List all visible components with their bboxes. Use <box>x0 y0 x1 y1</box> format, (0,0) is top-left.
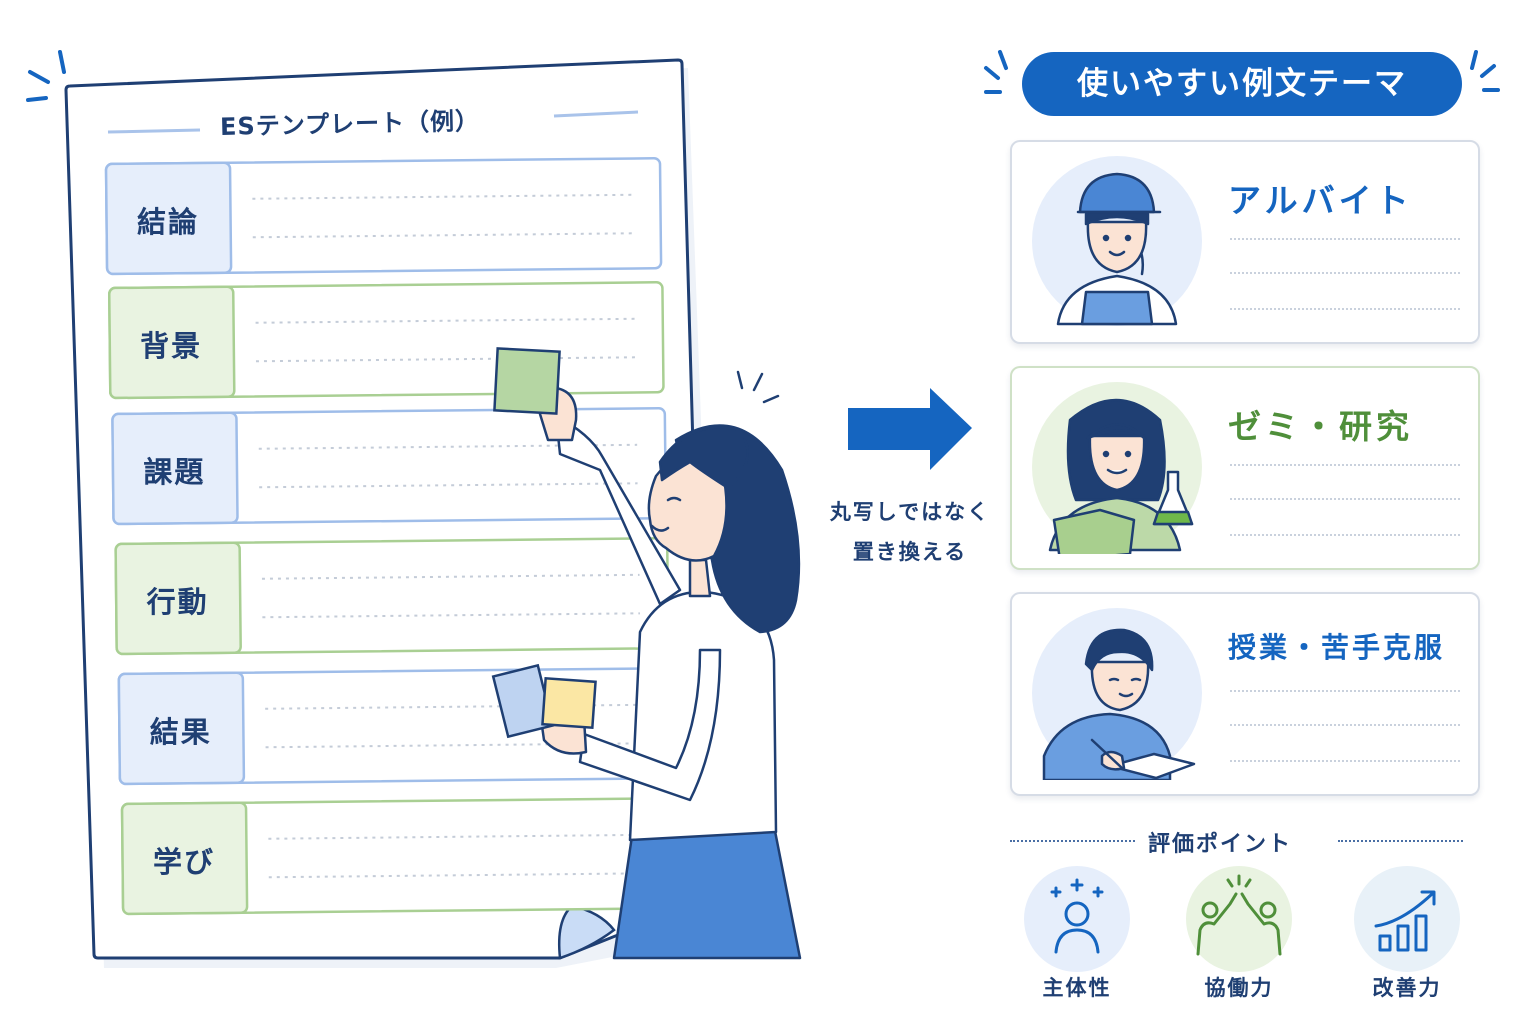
high-five-icon <box>1186 866 1292 972</box>
person-sparkle-icon <box>1024 866 1130 972</box>
theme-card-part-time[interactable]: アルバイト <box>1010 140 1480 344</box>
sparkle-strokes-right <box>984 50 1500 94</box>
row-label-background: 背景 <box>140 329 203 363</box>
row-label-learning: 学び <box>152 845 215 879</box>
row-label-issue: 課題 <box>143 455 206 489</box>
theme-card-title: 授業・苦手克服 <box>1228 631 1446 664</box>
divider-dots-left <box>1010 840 1135 842</box>
themes-heading: 使いやすい例文テーマ <box>1022 52 1462 116</box>
transition-text-line1: 丸写しではなく <box>829 500 991 524</box>
right-arrow-icon <box>848 388 972 470</box>
student-researcher-avatar <box>1032 382 1202 554</box>
sparkle-strokes-left <box>26 50 66 102</box>
template-rows <box>104 157 675 916</box>
row-label-action: 行動 <box>146 585 209 619</box>
row-label-result: 結果 <box>149 715 212 749</box>
evaluation-heading: 評価ポイント <box>1147 832 1292 857</box>
sticky-notes <box>491 347 597 739</box>
sticky-note-yellow <box>541 676 597 730</box>
growth-chart-icon <box>1354 866 1460 972</box>
template-title: ESテンプレート（例） <box>219 107 481 141</box>
template-row <box>120 797 675 916</box>
theme-card-class[interactable]: 授業・苦手克服 <box>1010 592 1480 796</box>
theme-card-title: アルバイト <box>1228 181 1413 220</box>
evaluation-point-initiative: 主体性 <box>1042 976 1112 1000</box>
row-label-conclusion: 結論 <box>136 205 199 239</box>
template-row <box>104 157 663 276</box>
transition-text-line2: 置き換える <box>852 540 968 564</box>
woman-illustration <box>538 370 802 960</box>
part-time-worker-avatar <box>1032 156 1202 326</box>
template-row <box>111 407 668 526</box>
curled-corner <box>558 904 616 960</box>
theme-card-title: ゼミ・研究 <box>1228 407 1413 446</box>
evaluation-point-improvement: 改善力 <box>1372 976 1442 1000</box>
studying-student-avatar <box>1032 608 1202 780</box>
evaluation-point-collaboration: 協働力 <box>1204 976 1274 1000</box>
divider-dots-right <box>1338 840 1463 842</box>
sticky-note-green <box>493 347 561 415</box>
theme-card-seminar[interactable]: ゼミ・研究 <box>1010 366 1480 570</box>
template-row <box>114 537 670 656</box>
